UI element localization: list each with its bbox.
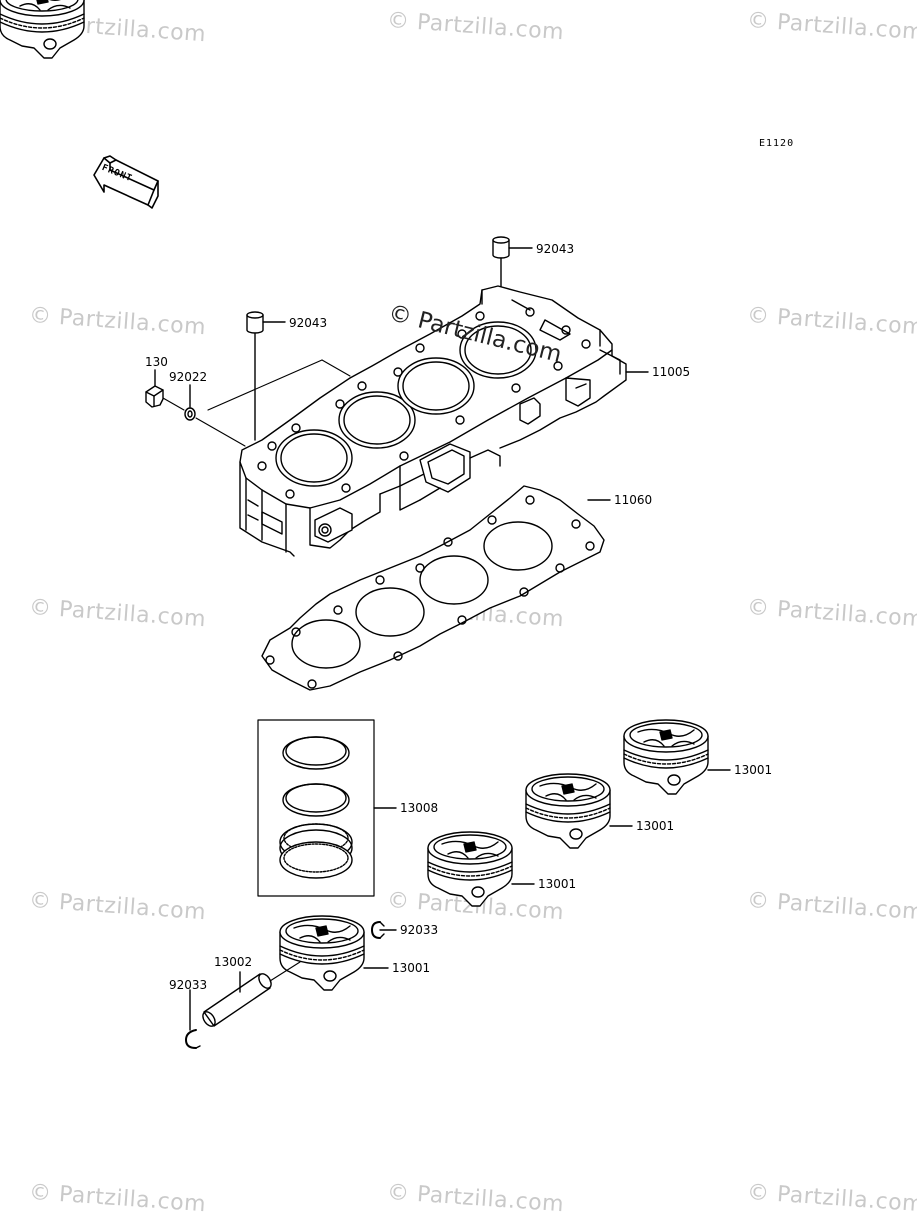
callout-label: 13001 <box>392 961 431 975</box>
callout-label: 92043 <box>289 316 328 330</box>
dowel-pin-right <box>492 236 510 289</box>
circlip-right <box>371 921 397 939</box>
callout-label: 92043 <box>536 242 575 256</box>
dowel-pin-left <box>246 311 264 441</box>
bolt <box>145 369 164 408</box>
washer <box>184 384 196 421</box>
front-arrow-icon <box>93 155 159 209</box>
piston-ring-set <box>257 719 375 897</box>
diagram-code: E1120 <box>759 138 795 149</box>
callout-label: 13008 <box>400 801 439 815</box>
callout-label: 13002 <box>214 955 253 969</box>
piston <box>0 0 85 59</box>
callout-label: 92033 <box>400 923 439 937</box>
callout-label: 92033 <box>169 978 208 992</box>
callout-label: 11005 <box>652 365 691 379</box>
callout-label: 92022 <box>169 370 208 384</box>
explode-line <box>162 359 351 447</box>
callout-label: 11060 <box>614 493 653 507</box>
callout-label: 13001 <box>734 763 773 777</box>
callout-label: 13001 <box>538 877 577 891</box>
callout-label: 13001 <box>636 819 675 833</box>
piston-pin <box>202 961 301 1027</box>
cylinder-gasket <box>261 485 605 691</box>
cylinder-block <box>239 285 627 557</box>
circlip-left <box>185 989 201 1049</box>
callout-label: 130 <box>145 355 168 369</box>
